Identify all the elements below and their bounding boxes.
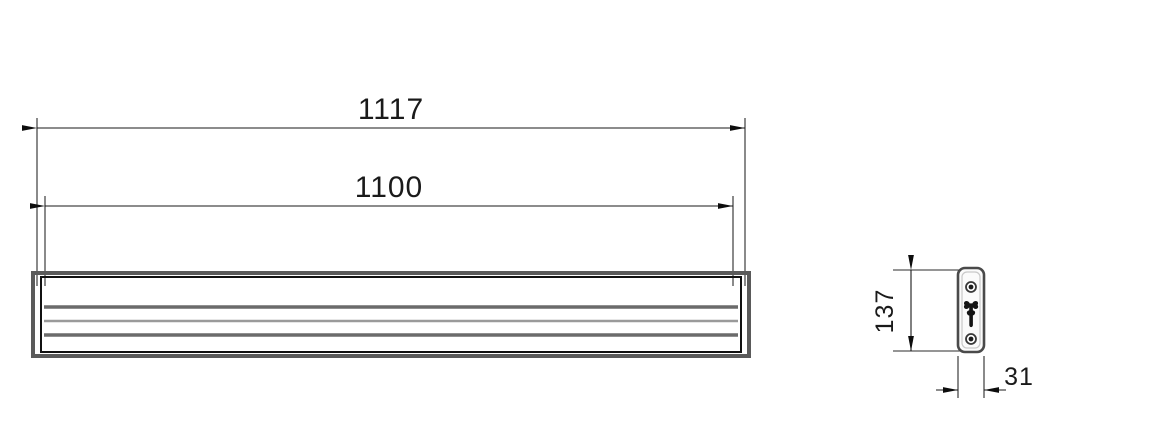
dimension-label-1100: 1100 xyxy=(355,171,424,204)
screw-hole-bottom xyxy=(965,333,977,345)
screw-hole-top xyxy=(965,281,977,293)
mounting-bracket xyxy=(956,266,986,354)
rail-body-outer-frame xyxy=(31,271,751,358)
dimension-label-1117: 1117 xyxy=(358,93,424,126)
side-view-group: 137 xyxy=(871,255,1034,398)
dimension-depth: 31 xyxy=(936,356,1034,398)
dimension-label-137: 137 xyxy=(871,289,899,334)
rail-body xyxy=(31,271,751,358)
rail-body-inner-frame xyxy=(40,276,742,353)
front-view-group: 1117 1100 xyxy=(22,93,751,358)
bracket-inner-outline xyxy=(961,271,981,349)
dimension-label-31: 31 xyxy=(1004,363,1034,391)
dimension-height: 137 xyxy=(871,255,914,351)
dimension-overall-width: 1117 xyxy=(22,93,745,131)
keyhole-slot xyxy=(963,301,979,328)
dimension-inner-width: 1100 xyxy=(30,171,733,209)
